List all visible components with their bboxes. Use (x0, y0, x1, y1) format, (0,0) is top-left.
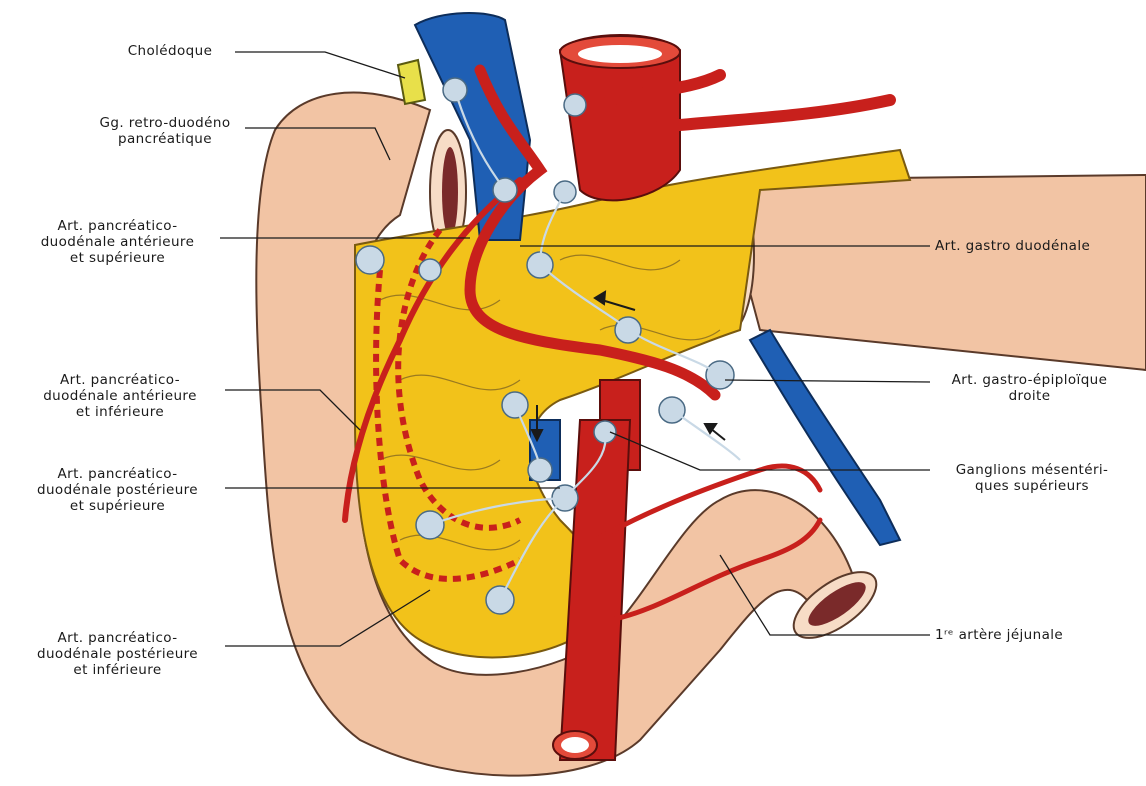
label-line: et inférieure (15, 404, 225, 420)
label-art-pd-ant-sup: Art. pancréatico- duodénale antérieure e… (15, 218, 220, 266)
label-art-jejunale: 1ʳᵉ artère jéjunale (935, 627, 1135, 643)
label-line: duodénale postérieure (10, 482, 225, 498)
label-line: Art. gastro duodénale (935, 238, 1140, 254)
label-art-pd-post-sup: Art. pancréatico- duodénale postérieure … (10, 466, 225, 514)
label-line: et supérieure (10, 498, 225, 514)
label-line: 1ʳᵉ artère jéjunale (935, 627, 1135, 643)
label-line: Art. pancréatico- (15, 372, 225, 388)
label-choledoque: Cholédoque (95, 43, 245, 59)
label-art-pd-ant-inf: Art. pancréatico- duodénale antérieure e… (15, 372, 225, 420)
label-line: Art. pancréatico- (15, 218, 220, 234)
label-line: Cholédoque (95, 43, 245, 59)
bile-duct (398, 60, 425, 104)
label-line: et supérieure (15, 250, 220, 266)
label-line: Ganglions mésentéri- (932, 462, 1132, 478)
label-line: et inférieure (10, 662, 225, 678)
label-line: ques supérieurs (932, 478, 1132, 494)
label-line: Gg. retro-duodéno (85, 115, 245, 131)
label-line: droite (932, 388, 1127, 404)
label-art-pd-post-inf: Art. pancréatico- duodénale postérieure … (10, 630, 225, 678)
label-line: Art. pancréatico- (10, 630, 225, 646)
label-art-gastro-epi: Art. gastro-épiploïque droite (932, 372, 1127, 404)
label-art-gastro-duod: Art. gastro duodénale (935, 238, 1140, 254)
label-gg-retro: Gg. retro-duodéno pancréatique (85, 115, 245, 147)
label-line: duodénale antérieure (15, 388, 225, 404)
label-line: pancréatique (85, 131, 245, 147)
label-line: duodénale postérieure (10, 646, 225, 662)
label-line: Art. pancréatico- (10, 466, 225, 482)
label-line: Art. gastro-épiploïque (932, 372, 1127, 388)
label-ganglions-mes: Ganglions mésentéri- ques supérieurs (932, 462, 1132, 494)
label-line: duodénale antérieure (15, 234, 220, 250)
